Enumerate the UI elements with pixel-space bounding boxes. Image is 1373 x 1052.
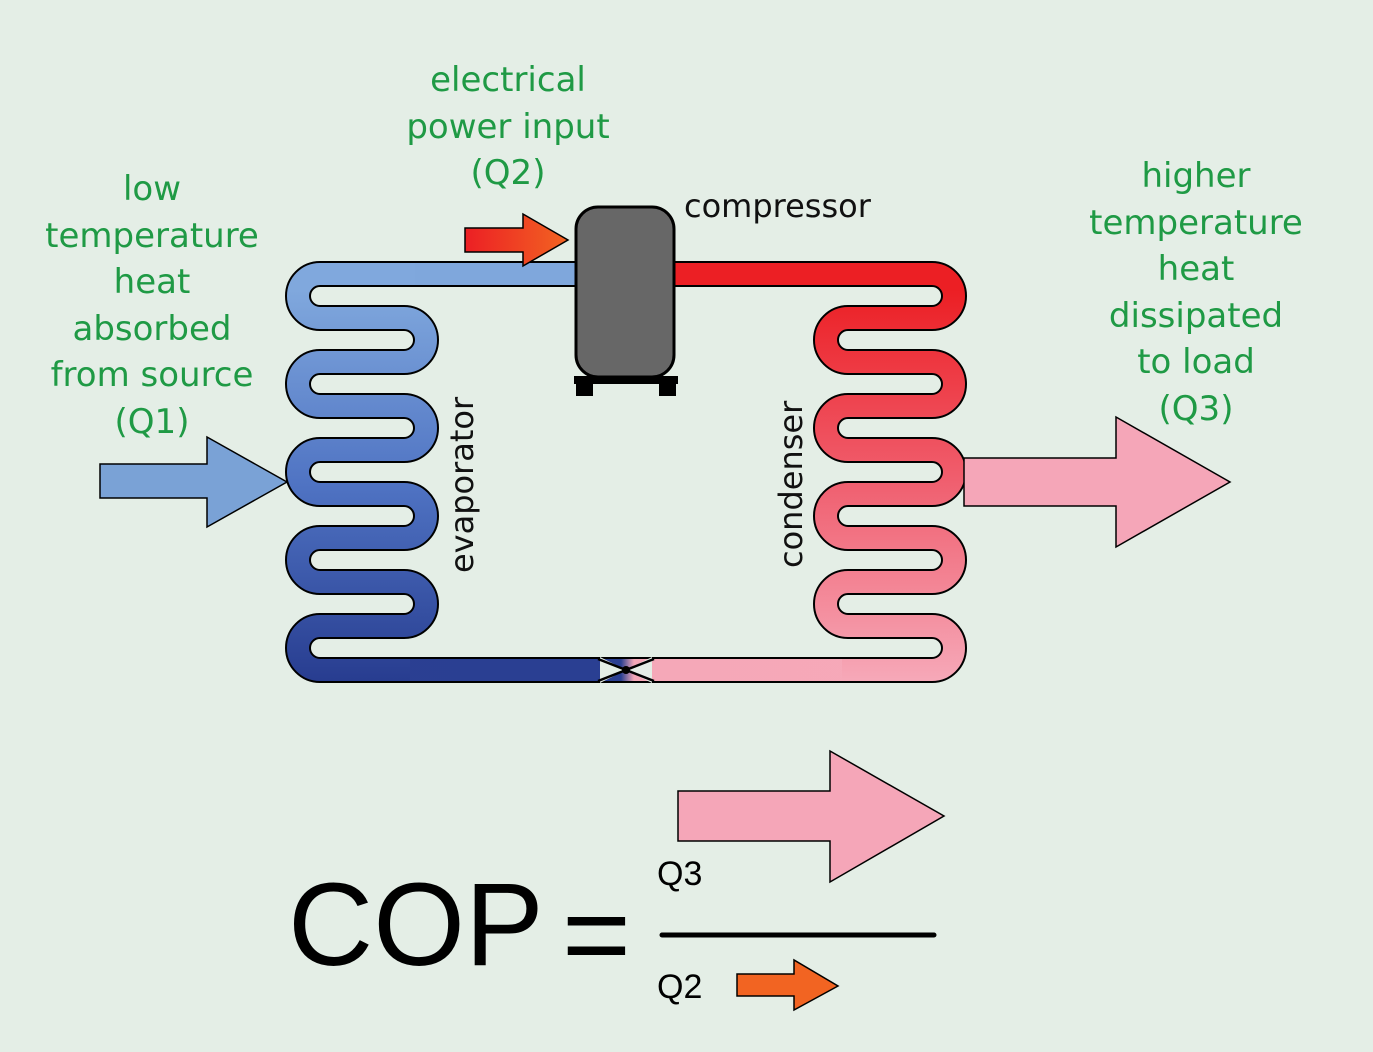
denominator-power-arrow <box>736 958 840 1012</box>
cop-label: COP <box>288 859 544 991</box>
evaporator-label: evaporator <box>443 396 481 573</box>
denominator-label: Q2 <box>657 968 703 1006</box>
power-input-label: electrical power input (Q2) <box>406 60 610 193</box>
power-input-arrow <box>464 212 570 268</box>
numerator-heat-arrow <box>677 749 946 884</box>
condenser-coil <box>815 263 965 681</box>
condenser-label: condenser <box>772 400 810 568</box>
compressor-label: compressor <box>684 187 871 225</box>
source-heat-label: low temperature heat absorbed from sourc… <box>45 169 259 442</box>
expansion-valve-point <box>622 666 630 674</box>
evaporator-coil <box>287 263 437 681</box>
numerator-label: Q3 <box>657 855 703 893</box>
compressor <box>574 205 678 396</box>
equals-sign: = <box>562 869 631 1001</box>
source-heat-arrow <box>99 435 289 529</box>
load-heat-arrow <box>963 415 1232 549</box>
load-heat-label: higher temperature heat dissipated to lo… <box>1089 156 1303 429</box>
